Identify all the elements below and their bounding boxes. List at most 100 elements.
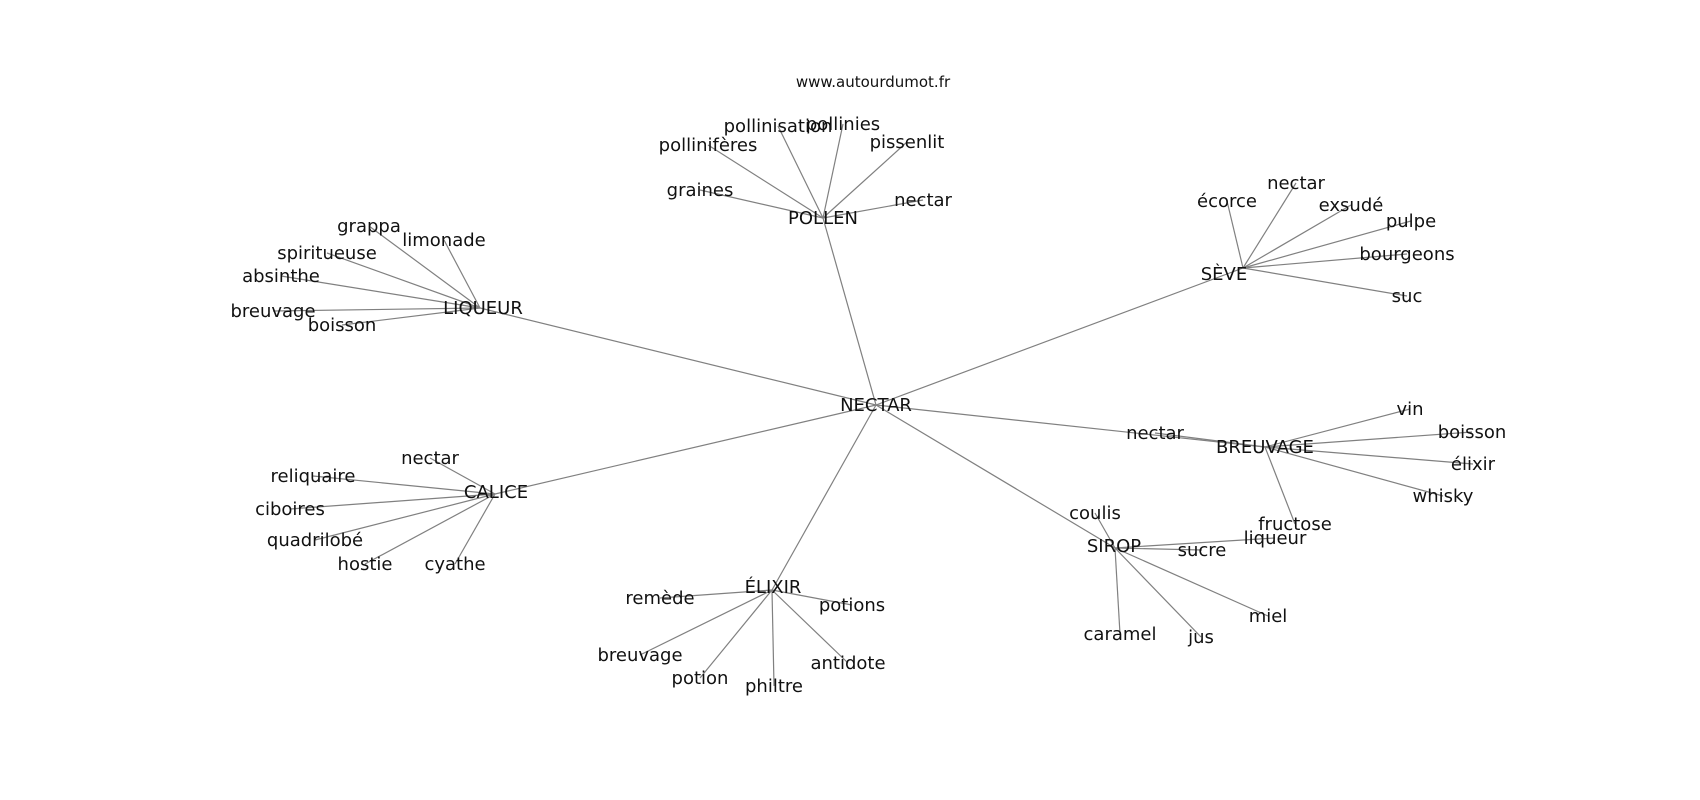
edge-calice-1 [312,475,496,495]
edge-center-breuvage [875,404,1266,448]
edge-sirop-0 [1094,512,1116,549]
edge-center-liqueur [479,307,877,406]
cluster-node: SIROP [1087,536,1141,557]
edge-sève-4 [1242,253,1408,269]
leaf-node: absinthe [242,266,320,287]
edge-pollen-2 [707,144,824,219]
edge-calice-3 [314,493,496,541]
leaf-node: cyathe [424,554,485,575]
leaf-node: nectar [894,190,952,211]
leaf-node: jus [1187,627,1214,648]
edge-liqueur-3 [280,275,481,309]
leaf-node: hostie [338,554,393,575]
edge-pollen-4 [699,189,824,219]
leaf-node: reliquaire [270,466,355,487]
leaf-node: whisky [1413,486,1474,507]
leaf-node: suc [1392,286,1423,307]
center-node: NECTAR [840,395,912,416]
leaf-node: exsudé [1319,195,1384,216]
leaf-node: graines [667,180,734,201]
edge-center-sève [875,267,1244,406]
leaf-node: miel [1249,606,1288,627]
edge-élixir-0 [659,589,773,599]
leaf-node: breuvage [230,301,315,322]
leaf-node: potions [819,595,885,616]
leaf-node: coulis [1069,503,1121,524]
leaf-node: potion [672,668,729,689]
edge-sève-3 [1242,220,1412,269]
leaf-node: élixir [1451,454,1496,475]
leaf-node: antidote [810,653,885,674]
cluster-node: BREUVAGE [1216,437,1314,458]
leaf-node: grappa [337,216,401,237]
edge-liqueur-2 [326,252,481,309]
edge-élixir-4 [771,589,775,687]
edge-sirop-4 [1114,547,1202,638]
leaf-node: pissenlit [870,132,945,153]
edge-élixir-1 [771,589,853,606]
edge-sirop-1 [1114,537,1276,549]
cluster-node: CALICE [464,482,528,503]
leaf-node: écorce [1197,191,1257,212]
leaf-node: nectar [1126,423,1184,444]
edge-breuvage-2 [1264,446,1474,465]
leaf-node: fructose [1258,514,1332,535]
cluster-node: SÈVE [1201,263,1248,285]
leaf-node: ciboires [255,499,325,520]
leaf-node: limonade [402,230,486,251]
edge-liqueur-0 [368,225,481,309]
edge-élixir-2 [639,589,773,656]
edge-liqueur-1 [443,239,481,309]
edge-calice-0 [429,457,496,495]
leaf-node: nectar [1267,173,1325,194]
edge-calice-2 [289,493,496,510]
edge-élixir-3 [699,589,773,679]
leaf-node: philtre [745,676,803,697]
leaf-node: pollinies [806,114,880,135]
leaf-node: pollinifères [659,135,758,156]
cluster-node: POLLEN [788,208,858,229]
cluster-node: ÉLIXIR [745,576,802,598]
edge-calice-5 [454,493,496,565]
edge-breuvage-3 [1264,446,1444,497]
leaf-node: remède [625,588,694,609]
edge-breuvage-1 [1264,431,1473,448]
edge-pollen-1 [822,123,844,219]
leaf-node: vin [1396,399,1423,420]
edge-élixir-5 [771,589,849,664]
edge-liqueur-4 [272,307,481,312]
edge-center-pollen [822,217,877,406]
leaf-node: sucre [1178,540,1227,561]
edge-sirop-5 [1114,547,1121,635]
edge-breuvage-0 [1264,408,1411,448]
edge-sève-1 [1242,182,1297,269]
edge-sève-5 [1242,267,1408,297]
edge-breuvage-5 [1264,446,1296,525]
edge-sève-0 [1226,200,1244,269]
edge-pollen-3 [822,141,908,219]
edges-layer [272,123,1474,687]
leaf-node: quadrilobé [267,530,363,551]
edge-pollen-0 [777,125,824,219]
edge-pollen-5 [822,199,924,219]
cluster-node: LIQUEUR [443,298,523,319]
leaf-node: caramel [1084,624,1157,645]
leaf-node: boisson [1438,422,1507,443]
leaf-node: boisson [308,315,377,336]
edge-sirop-3 [1114,547,1269,617]
edge-calice-4 [364,493,496,565]
edge-center-sirop [875,404,1116,549]
edge-sirop-2 [1114,547,1203,551]
leaf-node: pulpe [1386,211,1436,232]
edge-center-élixir [771,404,877,591]
leaf-node: pollinisation [724,116,833,137]
leaf-node: nectar [401,448,459,469]
leaf-node: breuvage [597,645,682,666]
leaf-node: liqueur [1244,528,1307,549]
edge-liqueur-5 [341,307,481,326]
edge-breuvage-4 [1154,432,1266,448]
source-url: www.autourdumot.fr [796,73,951,91]
edge-sève-2 [1242,204,1352,269]
